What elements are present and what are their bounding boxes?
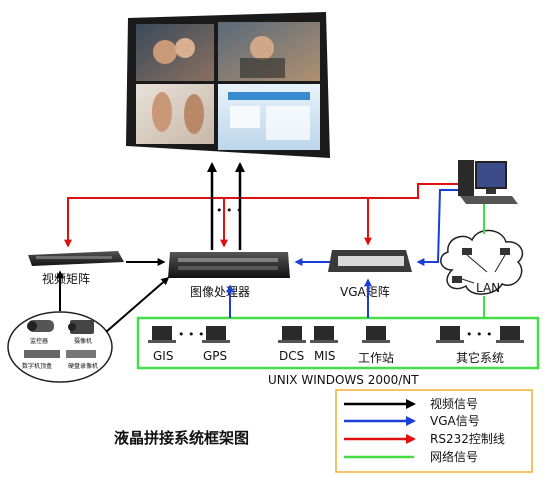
dcs-label: DCS: [279, 349, 304, 363]
network-caption: UNIX WINDOWS 2000/NT: [268, 373, 419, 387]
image-processor-device: 图像处理器: [168, 252, 290, 299]
laptop-gis: [148, 326, 176, 343]
screen-3-figure: [152, 92, 172, 132]
screen-4-banner: [228, 92, 310, 100]
video-wall: [126, 12, 330, 158]
legend-item-vga: VGA信号: [344, 414, 480, 428]
legend-label-vga: VGA信号: [430, 414, 480, 428]
laptop-workstation: [362, 326, 390, 343]
lan-link-1: [466, 254, 488, 273]
camcorder-icon: [70, 320, 94, 334]
legend-item-rs232: RS232控制线: [344, 432, 505, 446]
rs232-line-to-video-matrix: [64, 183, 458, 248]
screen-4-panel-2: [266, 106, 310, 140]
vga-line-pc-to-vga-matrix: [416, 189, 458, 266]
workstation-label: 工作站: [358, 351, 394, 365]
laptop-other-2-screen: [500, 326, 520, 340]
laptop-dcs: [278, 326, 306, 343]
pc-stand: [486, 188, 496, 194]
legend-label-rs232: RS232控制线: [430, 432, 505, 446]
pc-tower: [458, 160, 474, 196]
lan-node-3: [452, 276, 462, 283]
vga-matrix-device: VGA矩阵: [328, 250, 412, 299]
screen-4-panel: [230, 106, 260, 128]
mis-label: MIS: [314, 349, 336, 363]
video-matrix-label: 视频矩阵: [42, 271, 90, 286]
dome-camera-lens-icon: [27, 321, 37, 331]
image-processor-label: 图像处理器: [190, 285, 250, 299]
gis-label: GIS: [153, 349, 173, 363]
legend-label-video: 视频信号: [430, 396, 478, 411]
camcorder-label: 摄像机: [74, 337, 92, 345]
ellipsis-gis-gps: • • •: [178, 328, 204, 341]
vga-matrix-panel: [338, 256, 404, 266]
digital-settop-label: 数字机顶盒: [22, 362, 52, 370]
laptop-dcs-screen: [282, 326, 302, 340]
network-box-outline: [136, 316, 540, 370]
video-line-cameras-to-processor: [105, 276, 170, 333]
legend: 视频信号 VGA信号 RS232控制线 网络信号: [335, 389, 533, 473]
image-processor-ports-2: [178, 266, 278, 270]
video-matrix-device: 视频矩阵: [28, 251, 124, 286]
screen-2-figure: [250, 36, 274, 60]
pc-keyboard: [460, 196, 518, 204]
digital-settop-icon: [24, 350, 60, 358]
laptop-gis-base: [148, 340, 176, 343]
laptop-other-1-base: [436, 340, 464, 343]
laptop-mis-screen: [314, 326, 334, 340]
lan-node-2: [500, 248, 510, 255]
screen-3-figure-2: [184, 94, 204, 134]
network-box: • • • • • • GIS GPS DCS MIS 工作站 其它系统: [136, 316, 540, 370]
legend-label-network: 网络信号: [430, 449, 478, 464]
legend-item-video: 视频信号: [344, 396, 478, 411]
dvr-icon: [66, 350, 96, 358]
image-processor-body: [168, 252, 290, 278]
laptop-gis-screen: [152, 326, 172, 340]
wall-ellipsis: • • •: [216, 204, 242, 217]
lan-label: LAN: [476, 281, 500, 295]
laptop-other-1-screen: [440, 326, 460, 340]
dvr-label: 硬盘录像机: [68, 362, 98, 370]
ellipsis-other: • • •: [466, 328, 492, 341]
laptop-dcs-base: [278, 340, 306, 343]
vga-matrix-label: VGA矩阵: [340, 285, 390, 299]
screen-1-figure: [153, 40, 177, 64]
pc-monitor: [475, 161, 507, 189]
laptop-workstation-base: [362, 340, 390, 343]
camera-group-outline: [7, 311, 113, 383]
lan-cloud: LAN: [440, 229, 524, 295]
laptop-gps-screen: [206, 326, 226, 340]
monitor-label: 监控器: [30, 337, 48, 345]
lan-link-2: [494, 254, 506, 273]
diagram-title: 液晶拼接系统框架图: [114, 429, 249, 447]
laptop-mis-base: [310, 340, 338, 343]
laptop-gps-base: [202, 340, 230, 343]
screen-1-figure-2: [175, 38, 195, 58]
laptop-gps: [202, 326, 230, 343]
other-systems-label: 其它系统: [456, 350, 504, 365]
image-processor-ports: [178, 258, 278, 262]
camera-group: 监控器 摄像机 数字机顶盒 硬盘录像机: [7, 311, 113, 383]
laptop-workstation-screen: [366, 326, 386, 340]
video-matrix-ports: [36, 256, 112, 259]
screen-2-shadow: [240, 58, 285, 78]
laptop-other-1: [436, 326, 464, 343]
pc-icon: [458, 160, 518, 204]
lan-link-3: [461, 278, 475, 284]
gps-label: GPS: [203, 349, 227, 363]
laptop-other-2-base: [496, 340, 524, 343]
laptop-other-2: [496, 326, 524, 343]
legend-item-network: 网络信号: [344, 449, 478, 464]
laptop-mis: [310, 326, 338, 343]
lan-node-1: [462, 248, 472, 255]
camcorder-lens-icon: [68, 323, 76, 331]
